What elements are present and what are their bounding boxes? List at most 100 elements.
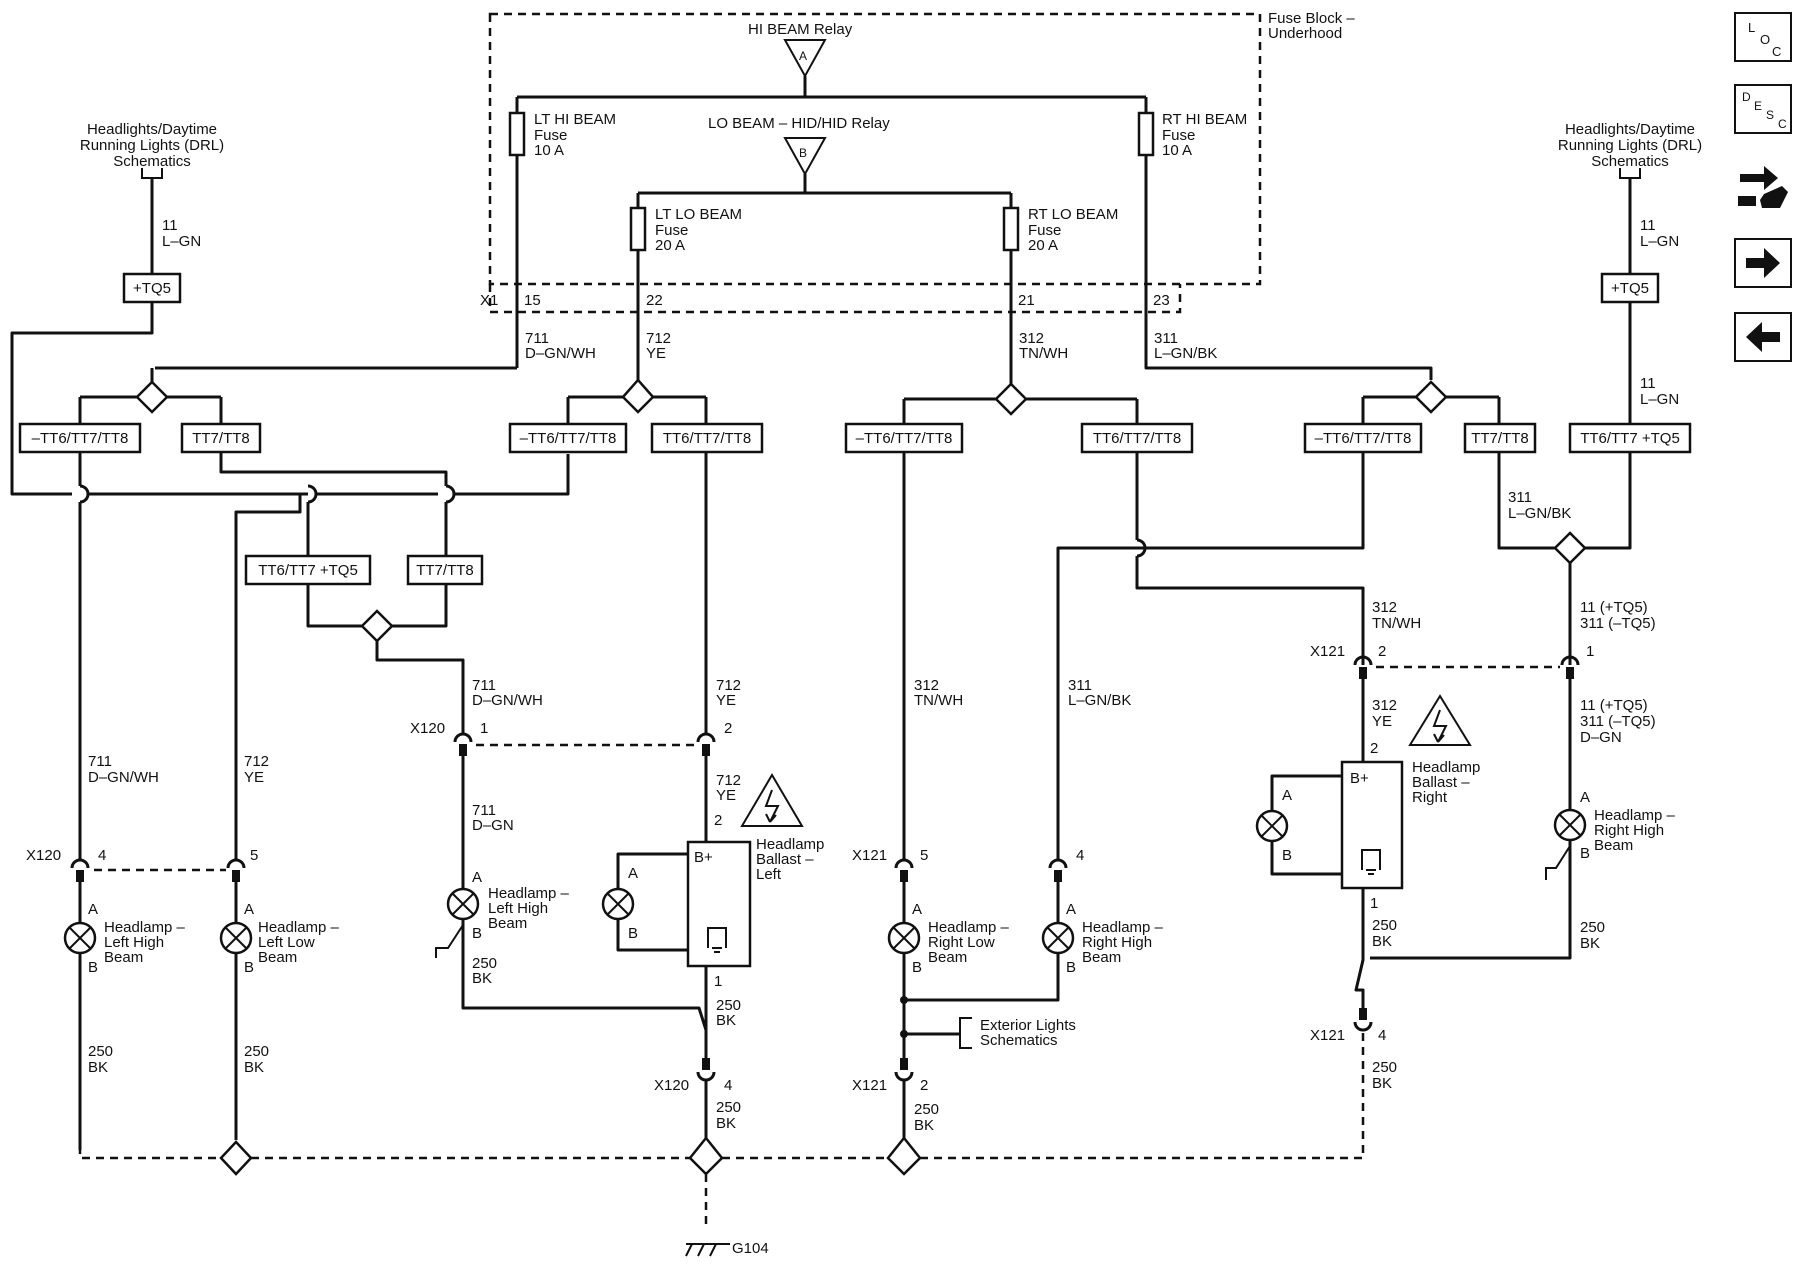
wire-color: L–GN [162, 233, 201, 250]
left-drl-reference: Headlights/Daytime Running Lights (DRL) … [10, 121, 570, 496]
ballast-pin: A [628, 865, 638, 882]
connector-x1-label: X1 [480, 292, 498, 309]
connector-pin: 4 [98, 847, 106, 864]
lamp-label: Left High [488, 900, 548, 917]
ballast-label: Headlamp [756, 836, 824, 853]
lamp-pin: B [472, 925, 482, 942]
connector-x121-lower-2: X121 2 250 BK [852, 1058, 939, 1138]
option-tq5: +TQ5 [133, 280, 171, 297]
drl-ref-line: Headlights/Daytime [1565, 121, 1695, 138]
ballast-pin: 2 [714, 812, 722, 829]
fuse-rating: 20 A [655, 237, 685, 254]
fuse-pin: 15 [524, 292, 541, 309]
ground-bus: G104 [78, 1030, 1365, 1257]
fuse-rating: 10 A [534, 142, 564, 159]
wire-labels-top: 711 D–GN/WH 712 YE 312 TN/WH 311 L–GN/BK [525, 330, 1217, 362]
option-not-tt678: –TT6/TT7/TT8 [1315, 430, 1412, 447]
wire-color: BK [1372, 933, 1392, 950]
lamp-label: Left High [104, 934, 164, 951]
wire-number: 11 [162, 217, 178, 234]
wire-number: 711 [472, 802, 496, 819]
headlamp-ballast-left: B+ A B Headlamp Ballast – Left 1 250 BK [601, 773, 824, 1030]
connector-x120-lower: X120 4 250 BK [654, 1058, 741, 1138]
wire-color: YE [716, 787, 736, 804]
wire-number: 11 (+TQ5) [1580, 697, 1648, 714]
option-not-tt678: –TT6/TT7/TT8 [32, 430, 129, 447]
fuse-block-enclosure: Fuse Block – Underhood X1 [480, 10, 1355, 314]
lamp-label: Headlamp – [1082, 919, 1164, 936]
drl-ref-line: Running Lights (DRL) [80, 137, 224, 154]
headlamp-left-high-beam-2: A B Headlamp – Left High Beam 250 BK [435, 869, 708, 1058]
wire-number: 250 [914, 1101, 939, 1118]
hi-beam-relay-label: HI BEAM Relay [748, 21, 853, 38]
connector-label: X121 [1310, 643, 1345, 660]
fuse-block-label-2: Underhood [1268, 25, 1342, 42]
option-tt67-tq5: TT6/TT7 +TQ5 [1580, 430, 1680, 447]
lamp-pin: A [244, 901, 254, 918]
fuse-word: Fuse [1162, 127, 1195, 144]
headlamp-ballast-right: B+ A B Headlamp Ballast – Right 1 250 BK [1255, 694, 1480, 1014]
right-drl-reference: Headlights/Daytime Running Lights (DRL) … [1558, 121, 1702, 424]
wire-color: YE [1372, 713, 1392, 730]
wire-number: 11 (+TQ5) [1580, 599, 1648, 616]
wire-number: 711 [88, 753, 112, 770]
ballast-pin: B [1282, 847, 1292, 864]
lamp-label: Beam [488, 915, 527, 932]
wire-number: 250 [716, 997, 741, 1014]
desc-letter: D [1742, 90, 1751, 104]
fuse-pin: 22 [646, 292, 663, 309]
wire-color: YE [646, 345, 666, 362]
lamp-label: Headlamp – [258, 919, 340, 936]
fuse-word: Fuse [655, 222, 688, 239]
previous-page-button[interactable] [1734, 312, 1792, 362]
wire-number: 712 [244, 753, 269, 770]
option-tt78: TT7/TT8 [192, 430, 250, 447]
wire-color: TN/WH [1372, 615, 1421, 632]
lamp-label: Right Low [928, 934, 995, 951]
wire-number: 711 [472, 677, 496, 694]
drl-ref-line: Schematics [1591, 153, 1669, 170]
connector-x121-lower-4: X121 4 250 BK [1310, 1008, 1397, 1092]
wire-color: L–GN [1640, 391, 1679, 408]
lamp-label: Headlamp – [928, 919, 1010, 936]
hi-beam-relay: HI BEAM Relay A [515, 21, 1148, 112]
lamp-label: Headlamp – [1594, 807, 1676, 824]
wire-number: 250 [88, 1043, 113, 1060]
ballast-label: Left [756, 866, 782, 883]
lamp-label: Headlamp – [104, 919, 186, 936]
ext-lights-label: Exterior Lights [980, 1017, 1076, 1034]
wire-color: L–GN/BK [1508, 505, 1571, 522]
connector-label: X121 [1310, 1027, 1345, 1044]
wire-color: D–GN/WH [472, 692, 543, 709]
wire-color: D–GN [472, 817, 514, 834]
wire-color: BK [716, 1115, 736, 1132]
wire-number: 712 [716, 677, 741, 694]
location-button[interactable]: L O C [1734, 12, 1792, 62]
wire-color: BK [1580, 935, 1600, 952]
drl-ref-line: Running Lights (DRL) [1558, 137, 1702, 154]
fuse-rating: 20 A [1028, 237, 1058, 254]
description-button[interactable]: D E S C [1734, 84, 1792, 134]
connector-pin: 1 [480, 720, 488, 737]
lamp-pin: B [1580, 845, 1590, 862]
ballast-pin: 2 [1370, 740, 1378, 757]
wire-color: D–GN [1580, 729, 1622, 746]
fuse-block-label: Fuse Block – [1268, 10, 1355, 27]
connector-label: X121 [852, 1077, 887, 1094]
ballast-pin: B+ [694, 849, 713, 866]
connector-pin: 4 [1378, 1027, 1386, 1044]
wire-color: BK [244, 1059, 264, 1076]
lamp-label: Beam [258, 949, 297, 966]
wire-number: 311 [1154, 330, 1178, 347]
lo-beam-relay-pin: B [799, 146, 807, 160]
wire-number: 11 [1640, 217, 1656, 234]
wire-color: YE [244, 769, 264, 786]
fuse-lt-lo-beam: LT LO BEAM Fuse 20 A 22 [629, 206, 742, 380]
headlamp-right-low-beam: A B Headlamp – Right Low Beam [887, 882, 1010, 1058]
option-tt678: TT6/TT7/TT8 [1093, 430, 1181, 447]
wire-number: 250 [1372, 917, 1397, 934]
wire-color: BK [716, 1012, 736, 1029]
next-page-button[interactable] [1734, 238, 1792, 288]
connector-tools-icon[interactable] [1734, 156, 1792, 216]
